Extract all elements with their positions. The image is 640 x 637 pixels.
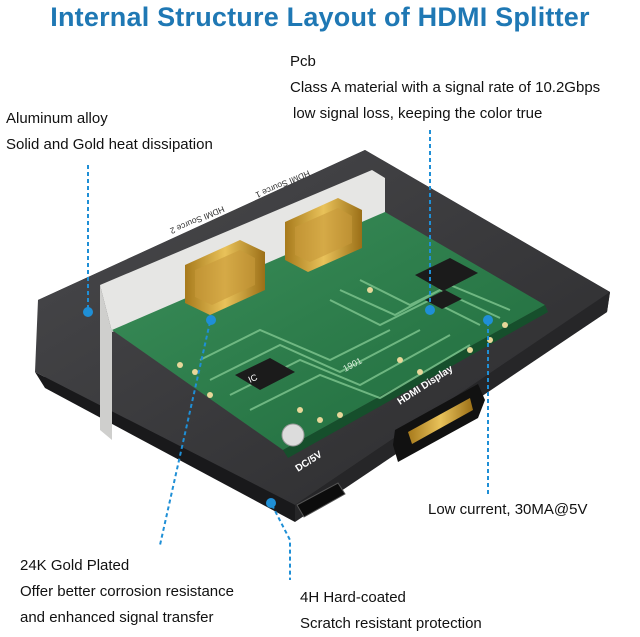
pcb-title: Pcb [290, 53, 316, 70]
pcb-detail-2: low signal loss, keeping the color true [293, 105, 543, 122]
hdmi-input-1-connector [285, 198, 362, 272]
coated-annotation: 4H Hard-coated Scratch resistant protect… [300, 585, 482, 637]
pcb-detail-1: Class A material with a signal rate of 1… [290, 79, 601, 96]
hdmi-display-port [393, 384, 485, 462]
dc-5v-port [296, 482, 346, 518]
gold-detail-2: and enhanced signal transfer [20, 609, 214, 626]
aluminum-title: Aluminum alloy [6, 110, 108, 127]
coated-title: 4H Hard-coated [300, 589, 406, 606]
annotation-leaders [83, 130, 493, 580]
ic-chip-right [415, 258, 478, 291]
current-title: Low current, 30MA@5V [428, 501, 588, 518]
gold-annotation: 24K Gold Plated Offer better corrosion r… [20, 553, 234, 631]
pcb-annotation: Pcb Class A material with a signal rate … [290, 49, 600, 127]
gold-detail-1: Offer better corrosion resistance [20, 583, 234, 600]
aluminum-annotation: Aluminum alloy Solid and Gold heat dissi… [6, 106, 213, 158]
coated-detail: Scratch resistant protection [300, 615, 482, 632]
hdmi-input-2-connector [185, 240, 265, 315]
gold-title: 24K Gold Plated [20, 557, 130, 574]
current-annotation: Low current, 30MA@5V [428, 497, 587, 523]
pcb-board: IC 1901 [112, 212, 548, 458]
ic-chip-left [235, 358, 295, 390]
aluminum-detail: Solid and Gold heat dissipation [6, 136, 213, 153]
capacitor [281, 423, 305, 447]
page-title: Internal Structure Layout of HDMI Splitt… [50, 2, 590, 32]
